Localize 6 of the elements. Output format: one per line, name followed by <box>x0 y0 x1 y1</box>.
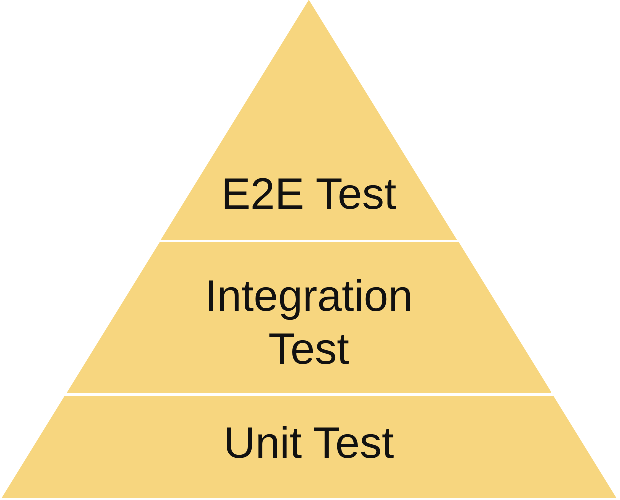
tier-label: Integration Test <box>204 270 414 376</box>
tier-label: E2E Test <box>221 168 397 221</box>
pyramid-band <box>2 396 616 498</box>
pyramid-band <box>66 242 552 393</box>
tier-label: Unit Test <box>224 418 394 470</box>
pyramid-top-triangle <box>160 0 458 240</box>
